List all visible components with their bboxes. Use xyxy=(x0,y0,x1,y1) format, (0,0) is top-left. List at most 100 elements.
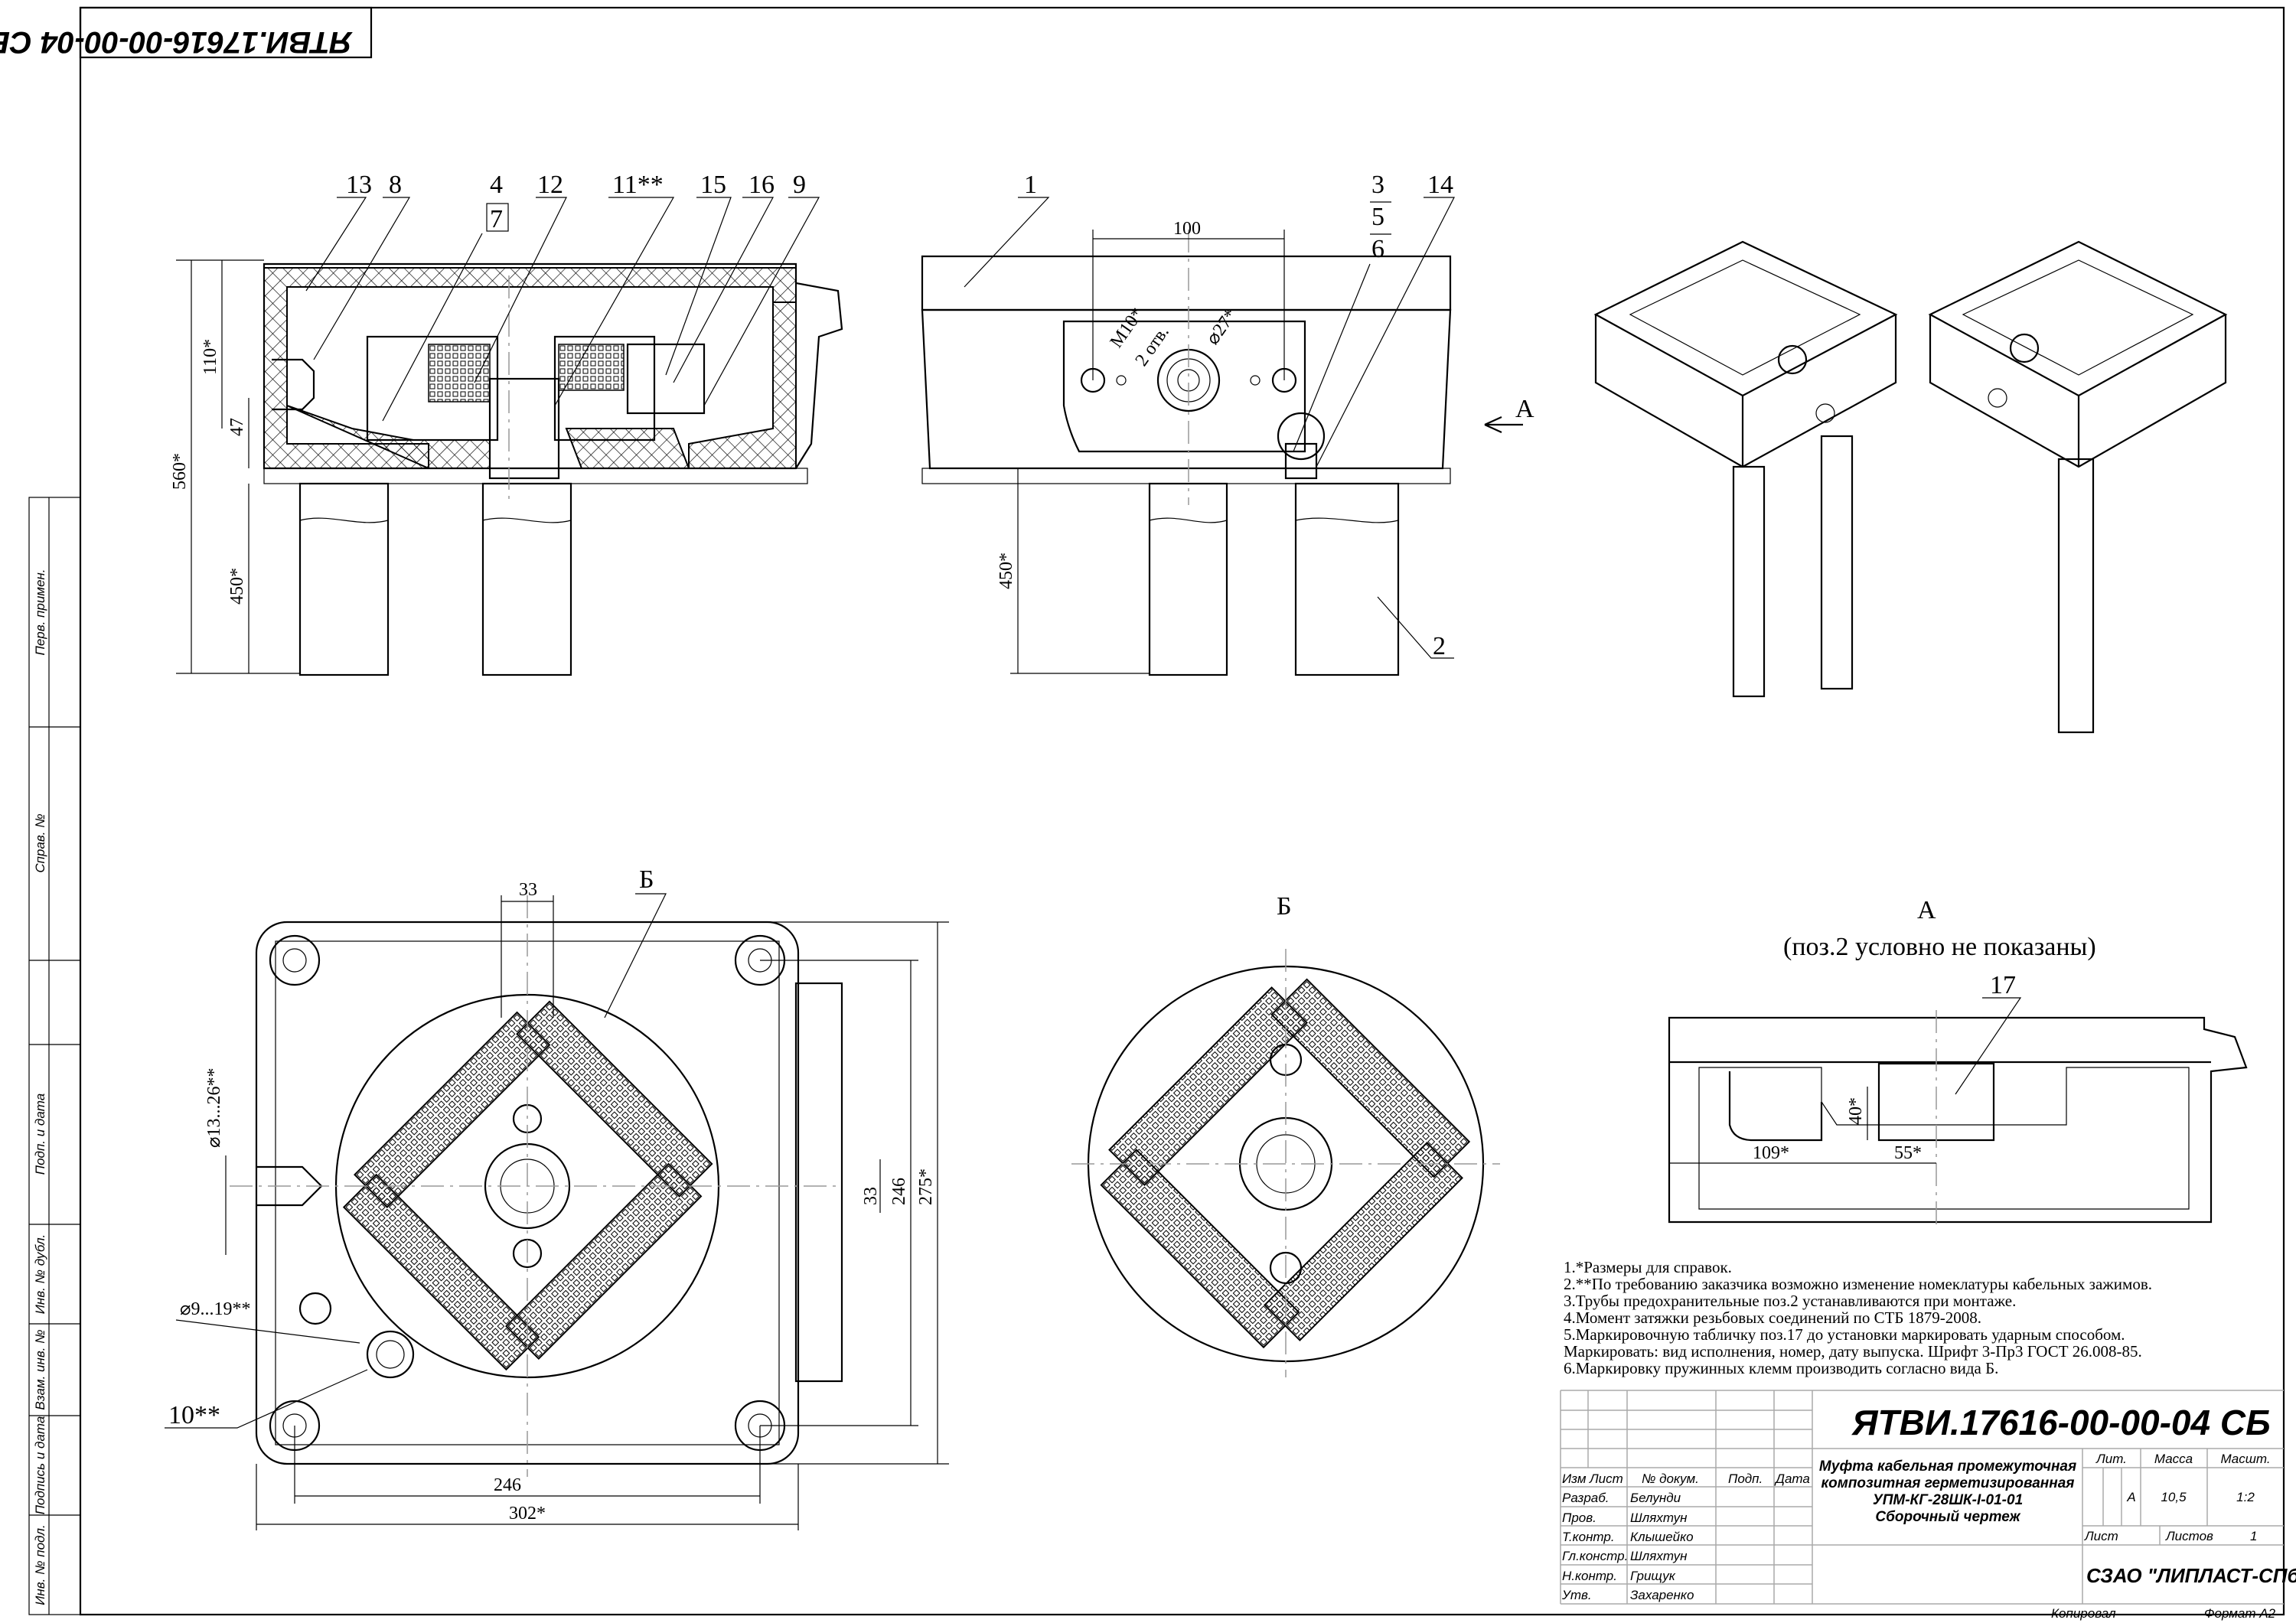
note-line: 2.**По требованию заказчика возможно изм… xyxy=(1564,1275,2152,1293)
sheets-value: 1 xyxy=(2250,1529,2257,1543)
role-name: Шляхтун xyxy=(1630,1511,1688,1525)
view-a-subtitle: (поз.2 условно не показаны) xyxy=(1783,933,2096,961)
scale-value: 1:2 xyxy=(2236,1490,2255,1504)
callout-12: 12 xyxy=(537,171,563,199)
header-list: Лист xyxy=(1589,1471,1623,1486)
dim-246-right: 246 xyxy=(889,1178,909,1205)
plan-view-dimensions: 33 Б ⌀13...26** 33 246 275* ⌀9...19** 10… xyxy=(165,865,949,1530)
plan-view xyxy=(230,895,843,1477)
note-line: 1.*Размеры для справок. xyxy=(1564,1258,1732,1276)
side-strip: Перв. примен. Справ. № Подп. и дата Инв.… xyxy=(33,569,47,1605)
dim-33-right: 33 xyxy=(861,1187,881,1205)
callout-5: 5 xyxy=(1371,203,1384,231)
copied-label: Копировал xyxy=(2051,1606,2116,1621)
front-view: А xyxy=(921,230,1534,676)
role-name: Грищук xyxy=(1630,1569,1676,1583)
technical-notes: 1.*Размеры для справок. 2.**По требовани… xyxy=(1564,1258,2152,1377)
mass-value: 10,5 xyxy=(2161,1490,2187,1504)
title-line: УПМ-КГ-28ШК-I-01-01 xyxy=(1873,1492,2023,1508)
callout-8: 8 xyxy=(389,171,402,199)
lit-value: А xyxy=(2126,1490,2135,1504)
callout-4: 4 xyxy=(490,171,503,199)
view-a-dimensions: 40* 109* 55* xyxy=(1669,1087,1936,1164)
callout-6: 6 xyxy=(1371,235,1384,263)
dim-109: 109* xyxy=(1753,1143,1789,1163)
note-line: 5.Маркировочную табличку поз.17 до устан… xyxy=(1564,1325,2125,1344)
side-label: Подп. и дата xyxy=(33,1093,47,1175)
header-izm: Изм xyxy=(1562,1471,1587,1486)
title-line: Сборочный чертеж xyxy=(1875,1509,2020,1525)
mass-label: Масса xyxy=(2154,1452,2193,1466)
callout-7: 7 xyxy=(490,205,503,233)
document-code: ЯТВИ.17616-00-00-04 СБ xyxy=(1851,1403,2271,1442)
header-doc: № докум. xyxy=(1642,1471,1699,1486)
role-label: Разраб. xyxy=(1562,1491,1609,1505)
dim-gland-diameter: ⌀27* xyxy=(1203,305,1241,348)
note-line: 3.Трубы предохранительные поз.2 устанавл… xyxy=(1564,1292,2016,1310)
dim-cable-range: ⌀13...26** xyxy=(204,1068,224,1148)
role-label: Утв. xyxy=(1561,1588,1592,1602)
side-label: Взам. инв. № xyxy=(33,1329,47,1410)
role-label: Гл.констр. xyxy=(1562,1549,1628,1563)
title-block: ЯТВИ.17616-00-00-04 СБ Изм Лист № докум.… xyxy=(1560,1390,2296,1621)
callout-10: 10** xyxy=(168,1401,220,1429)
callout-17: 17 xyxy=(1990,971,2016,999)
callout-9: 9 xyxy=(793,171,806,199)
dim-hole-spacing: 100 xyxy=(1173,219,1201,239)
callout-15: 15 xyxy=(700,171,726,199)
dim-246-bottom: 246 xyxy=(494,1475,521,1495)
role-name: Шляхтун xyxy=(1630,1549,1688,1563)
rotated-code-box: ЯТВИ.17616-00-00-04 СБ xyxy=(0,6,373,59)
role-label: Т.контр. xyxy=(1562,1530,1615,1544)
callout-1: 1 xyxy=(1024,171,1037,199)
role-label: Н.контр. xyxy=(1562,1569,1617,1583)
callout-16: 16 xyxy=(748,171,775,199)
dim-33-top: 33 xyxy=(519,880,537,900)
side-label: Инв. № подл. xyxy=(33,1524,47,1605)
front-view-callouts: 1 3 5 6 14 2 xyxy=(964,171,1455,660)
dim-275: 275* xyxy=(916,1168,936,1205)
dim-47: 47 xyxy=(227,418,247,436)
dim-302: 302* xyxy=(509,1504,546,1524)
callout-2: 2 xyxy=(1433,632,1446,660)
callout-3: 3 xyxy=(1371,171,1384,199)
section-view-dimensions: 560* 110* 47 450* xyxy=(170,259,300,674)
callout-14: 14 xyxy=(1427,171,1453,199)
dim-pipe-length: 450* xyxy=(227,568,247,605)
title-line: композитная герметизированная xyxy=(1821,1475,2075,1491)
sheet-frame xyxy=(28,6,2285,1616)
callout-13: 13 xyxy=(346,171,372,199)
isometric-view-1 xyxy=(1593,240,1898,698)
front-view-dimensions: 100 M10* 2 отв. ⌀27* 450* xyxy=(996,219,1285,674)
header-date: Дата xyxy=(1774,1471,1810,1486)
role-label: Пров. xyxy=(1562,1511,1596,1525)
note-line: 4.Момент затяжки резьбовых соединений по… xyxy=(1564,1309,1981,1327)
dim-pipe-length: 450* xyxy=(996,552,1016,589)
view-a-title: А xyxy=(1917,896,1936,924)
role-name: Белунди xyxy=(1630,1491,1681,1505)
side-label: Справ. № xyxy=(33,813,47,872)
detail-b-view: Б xyxy=(1071,892,1500,1377)
role-name: Клышейко xyxy=(1630,1530,1694,1544)
side-label: Перв. примен. xyxy=(33,569,47,656)
header-sign: Подп. xyxy=(1728,1471,1763,1486)
side-label: Подпись и дата xyxy=(33,1416,47,1515)
view-a: А (поз.2 условно не показаны) 17 xyxy=(1668,896,2248,1224)
detail-b-title: Б xyxy=(1277,892,1292,921)
sheet-label: Лист xyxy=(2084,1529,2118,1543)
note-line: 6.Маркировку пружинных клемм производить… xyxy=(1564,1359,1998,1377)
dim-total-height: 560* xyxy=(170,453,190,490)
section-view xyxy=(263,262,843,676)
dim-55: 55* xyxy=(1894,1143,1922,1163)
sheets-label: Листов xyxy=(2165,1529,2213,1543)
view-a-arrow-label: А xyxy=(1515,395,1534,423)
dim-small-range: ⌀9...19** xyxy=(180,1299,250,1319)
company-name: СЗАО "ЛИПЛАСТ-СПб" xyxy=(2086,1564,2296,1587)
isometric-view-2 xyxy=(1928,240,2228,734)
format-label: Формат А2 xyxy=(2204,1606,2276,1621)
dim-box-height: 110* xyxy=(201,339,220,375)
side-label: Инв. № дубл. xyxy=(33,1234,47,1315)
scale-label: Масшт. xyxy=(2220,1452,2270,1466)
dim-40: 40* xyxy=(1846,1097,1866,1125)
